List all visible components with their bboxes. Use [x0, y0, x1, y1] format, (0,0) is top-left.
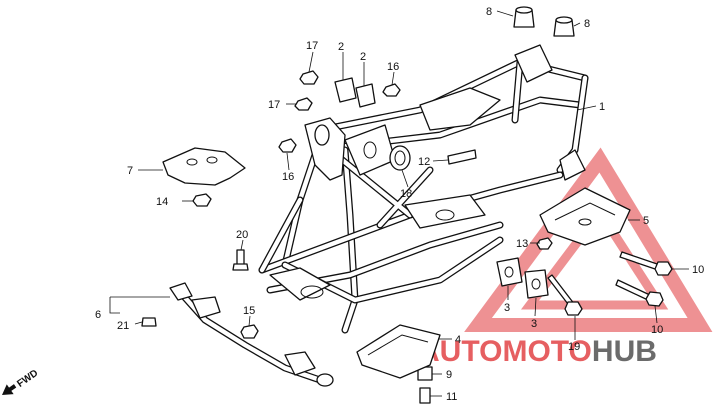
clip-ring-inner	[394, 150, 406, 166]
bolt-19-head	[564, 301, 583, 316]
callout-8b: 8	[584, 18, 590, 30]
front-down-tube-6	[169, 282, 334, 387]
callout-1: 1	[599, 101, 605, 113]
callout-10a: 10	[692, 264, 704, 276]
bracket-3b	[524, 269, 549, 299]
callout-2b: 2	[360, 51, 366, 63]
callout-3b: 3	[531, 318, 537, 330]
nut-16b	[278, 138, 297, 153]
nut-14	[192, 193, 212, 207]
bracket-3a	[496, 257, 523, 287]
bolt-10a-head	[654, 261, 673, 276]
callout-labels: 8 8 1 2 2 17 17 16 16 12 18 7 14 5 13 10…	[95, 6, 704, 403]
rear-crossmember	[419, 87, 501, 131]
callout-15: 15	[243, 305, 255, 317]
bracket-plate-7	[162, 147, 246, 186]
rear-lower-bracket	[559, 149, 586, 181]
callout-9: 9	[446, 369, 452, 381]
skid-plate-5	[539, 187, 631, 246]
center-crossplate	[404, 194, 486, 229]
callout-13: 13	[516, 238, 528, 250]
callout-4: 4	[455, 334, 461, 346]
watermark-brand-text: AUTOMOTOHUB	[418, 335, 657, 368]
watermark-brand-hub: HUB	[592, 335, 657, 368]
bracket-2b	[355, 83, 376, 108]
bolt-12	[447, 149, 477, 165]
callout-5: 5	[643, 215, 649, 227]
nut-16a	[382, 83, 401, 97]
callout-16a: 16	[387, 61, 399, 73]
callout-21: 21	[117, 320, 129, 332]
callout-3a: 3	[504, 302, 510, 314]
bolt-11	[419, 387, 431, 404]
callout-2a: 2	[338, 41, 344, 53]
callout-20: 20	[236, 229, 248, 241]
bolt-9	[417, 366, 433, 381]
callout-18: 18	[400, 188, 412, 200]
arrow-forward-icon	[2, 384, 17, 395]
callout-7: 7	[127, 165, 133, 177]
callout-17a: 17	[306, 40, 318, 52]
bolt-21	[141, 317, 157, 327]
fwd-label: FWD	[15, 368, 40, 390]
gusset-hole	[363, 141, 377, 159]
callout-14: 14	[156, 196, 168, 208]
watermark-brand-moto: MOTO	[502, 335, 591, 368]
leader-lines	[109, 10, 689, 397]
bolt-20-head	[232, 263, 249, 271]
callout-19: 19	[568, 341, 580, 353]
main-frame	[258, 44, 589, 334]
nut-17a	[299, 70, 319, 85]
lower-cradle-hole	[300, 285, 324, 299]
nut-15	[240, 324, 259, 339]
forward-direction-indicator: FWD	[2, 368, 40, 395]
callout-10b: 10	[651, 324, 663, 336]
bolt-10b-head	[645, 291, 664, 307]
callout-16b: 16	[282, 171, 294, 183]
steering-head-tube	[314, 124, 330, 146]
lower-cradle-plate	[269, 267, 331, 301]
callout-17b: 17	[268, 99, 280, 111]
crossplate-hole	[435, 209, 455, 221]
callout-11: 11	[446, 391, 457, 403]
clip-ring-18	[389, 145, 411, 171]
bracket-2a	[334, 77, 357, 103]
callout-6: 6	[95, 309, 101, 321]
callout-8a: 8	[486, 6, 492, 18]
rear-mount-bracket	[514, 44, 553, 83]
nut-13	[536, 237, 553, 250]
nut-17b	[294, 97, 313, 111]
callout-12: 12	[418, 156, 430, 168]
rubber-mount-8a	[513, 6, 535, 28]
bottom-plate-4	[356, 324, 441, 379]
rubber-mount-8b	[553, 16, 575, 37]
